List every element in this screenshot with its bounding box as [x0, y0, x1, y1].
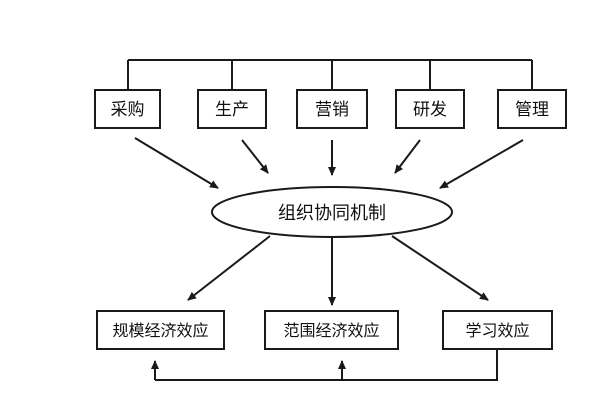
effect-box-scale: 规模经济效应 — [96, 310, 225, 350]
arrow-rnd-to-center — [394, 139, 421, 174]
dept-box-marketing: 营销 — [296, 89, 368, 129]
effect-label-scope: 范围经济效应 — [283, 321, 379, 340]
dept-box-procurement: 采购 — [94, 89, 161, 129]
effect-box-learning: 学习效应 — [442, 310, 553, 350]
effect-label-scale: 规模经济效应 — [112, 321, 208, 340]
dept-box-rnd: 研发 — [395, 89, 465, 129]
arrow-production-to-center — [241, 139, 269, 174]
arrow-management-to-center — [439, 139, 524, 189]
bottom-feedback-connector — [151, 349, 498, 381]
dept-label-management: 管理 — [515, 100, 549, 120]
dept-box-management: 管理 — [497, 89, 567, 129]
top-connector — [127, 59, 533, 90]
dept-label-rnd: 研发 — [413, 100, 447, 120]
dept-label-procurement: 采购 — [111, 100, 145, 120]
center-oval: 组织协同机制 — [211, 186, 453, 238]
center-label: 组织协同机制 — [278, 203, 386, 224]
arrow-center-to-scale — [187, 235, 271, 301]
dept-label-production: 生产 — [215, 100, 249, 120]
effect-label-learning: 学习效应 — [465, 321, 529, 340]
effect-box-scope: 范围经济效应 — [264, 310, 399, 350]
arrow-procurement-to-center — [134, 137, 219, 189]
dept-box-production: 生产 — [197, 89, 267, 129]
dept-label-marketing: 营销 — [315, 100, 349, 120]
arrow-center-to-learning — [391, 235, 489, 301]
